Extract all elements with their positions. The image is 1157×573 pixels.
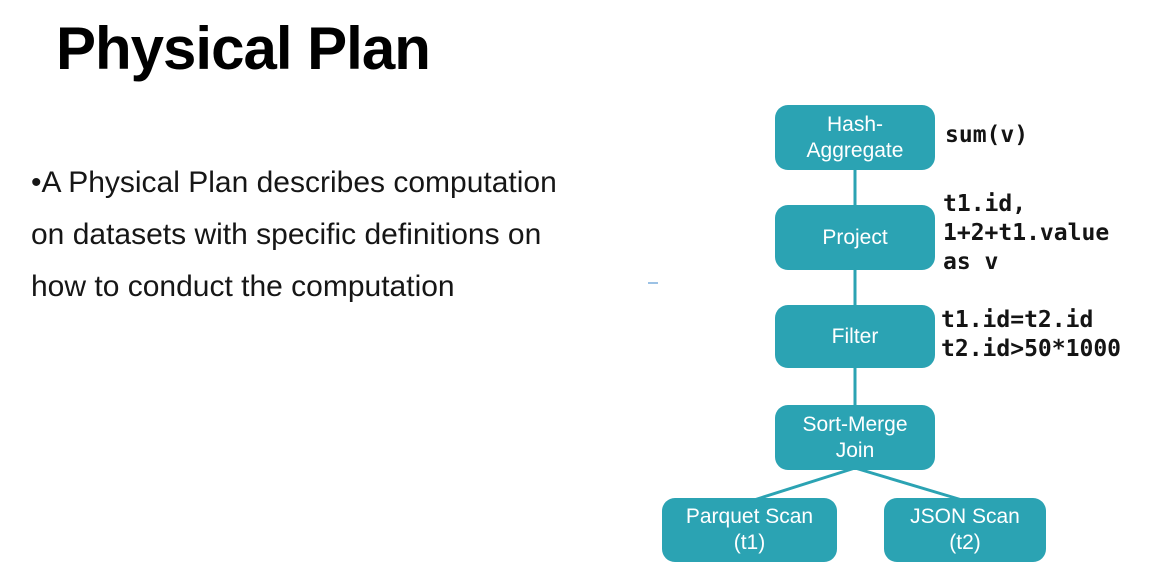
annotation-project: t1.id, 1+2+t1.value as v (943, 191, 1110, 275)
node-json-scan: JSON Scan (t2) (884, 498, 1046, 562)
annotation-hash-aggregate: sum(v) (945, 122, 1029, 148)
node-sort-merge-join: Sort-Merge Join (775, 405, 935, 470)
artifact-dash (648, 282, 658, 284)
node-hash-aggregate: Hash- Aggregate (775, 105, 935, 170)
bullet-paragraph: •A Physical Plan describes computation o… (31, 157, 651, 313)
bullet-line-1: •A Physical Plan describes computation (31, 166, 557, 199)
node-parquet-scan: Parquet Scan (t1) (662, 498, 837, 562)
connector-lines-icon (753, 168, 963, 502)
annotation-filter: t1.id=t2.id t2.id>50*1000 (941, 307, 1122, 362)
node-project: Project (775, 205, 935, 270)
bullet-line-3: how to conduct the computation (31, 270, 455, 303)
query-plan-diagram: Hash- Aggregate Project Filter Sort-Merg… (640, 95, 1157, 573)
page-title: Physical Plan (56, 15, 431, 82)
bullet-line-2: on datasets with specific definitions on (31, 218, 542, 251)
node-filter: Filter (775, 305, 935, 368)
